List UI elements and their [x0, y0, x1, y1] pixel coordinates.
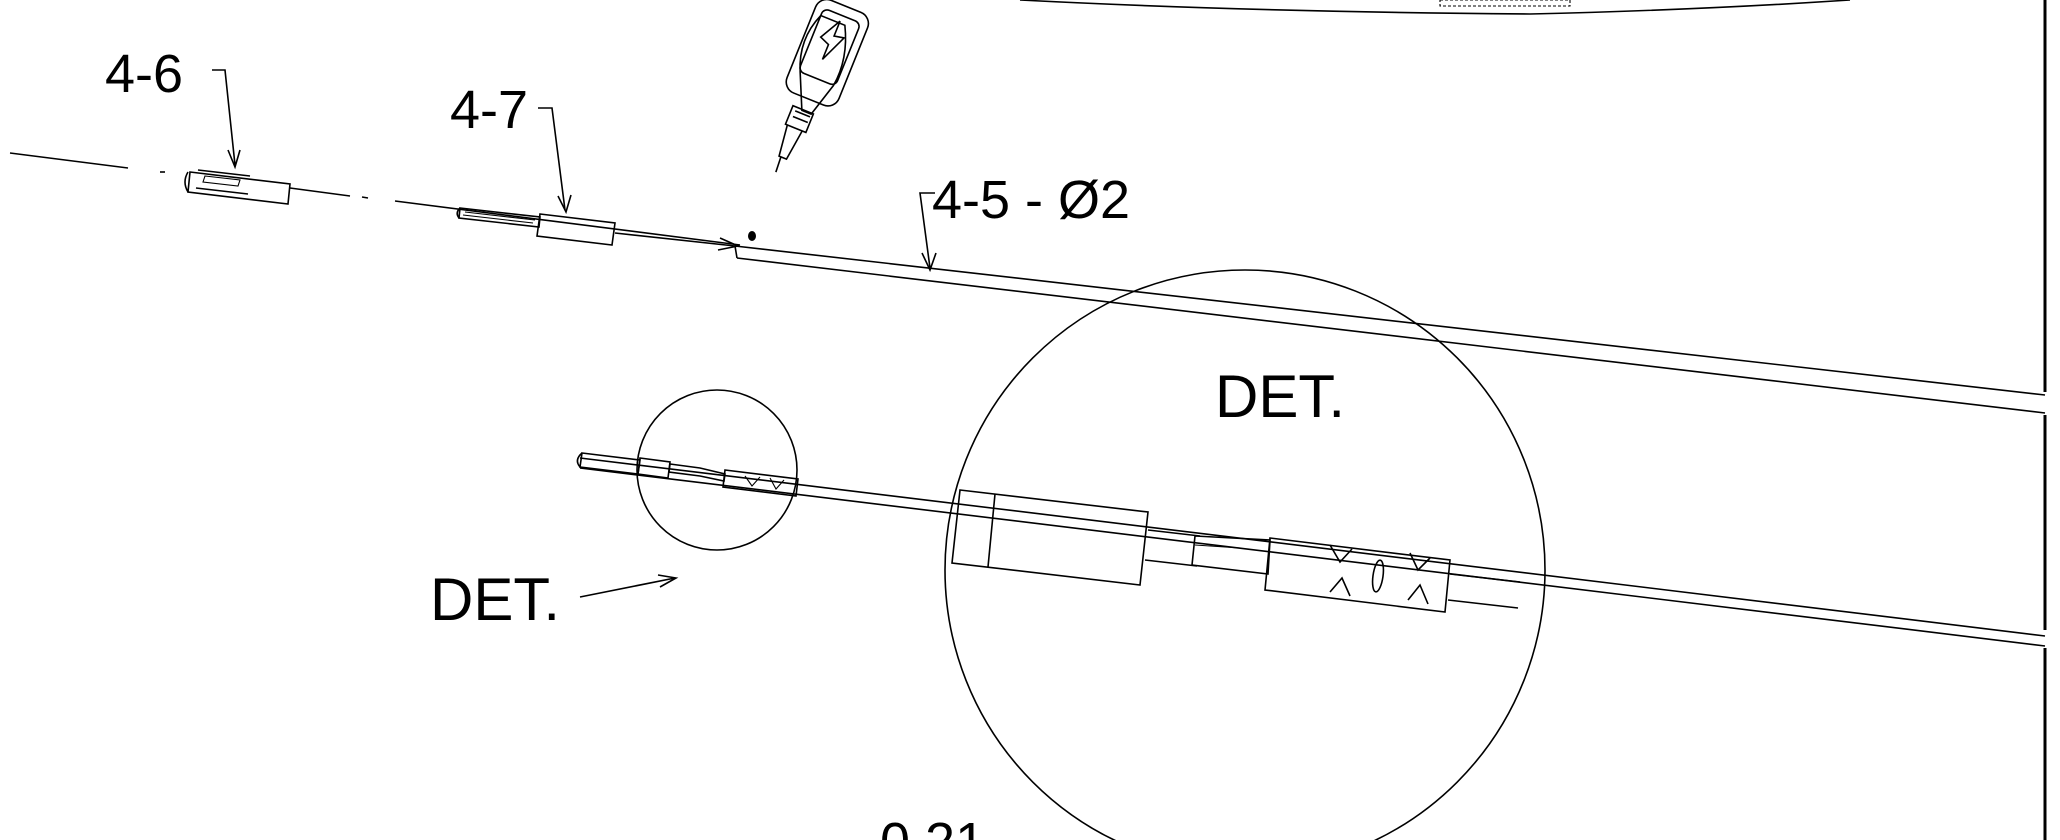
leader-4-6: [212, 69, 241, 170]
large-detail-circle: [944, 269, 1546, 840]
glue-bottle-icon: [775, 0, 870, 173]
lower-assembly-line: [579, 457, 2046, 647]
label-4-5: 4-5 - Ø2: [932, 170, 1130, 230]
small-assembly: [576, 452, 799, 497]
small-detail-leader: [579, 574, 679, 598]
leader-4-5: [919, 192, 937, 273]
leader-4-7: [538, 107, 572, 215]
part-4-7-contact: [456, 207, 616, 246]
label-bottom-partial: 0.21: [880, 812, 985, 840]
part-4-5-wire: [734, 245, 2046, 414]
main-wire-line: [9, 152, 741, 246]
small-detail-circle: [636, 389, 798, 551]
top-body-edge: [1019, 0, 1851, 15]
glue-drop: [748, 231, 756, 241]
label-4-6: 4-6: [105, 44, 183, 104]
magnified-assembly: [951, 489, 1521, 613]
insertion-arrow: [614, 232, 741, 251]
label-4-7: 4-7: [450, 80, 528, 140]
part-4-6-terminal: [184, 169, 291, 205]
label-detail-large: DET.: [1215, 363, 1345, 430]
label-detail-small: DET.: [430, 566, 560, 633]
top-body-detail: [1439, 0, 1571, 7]
